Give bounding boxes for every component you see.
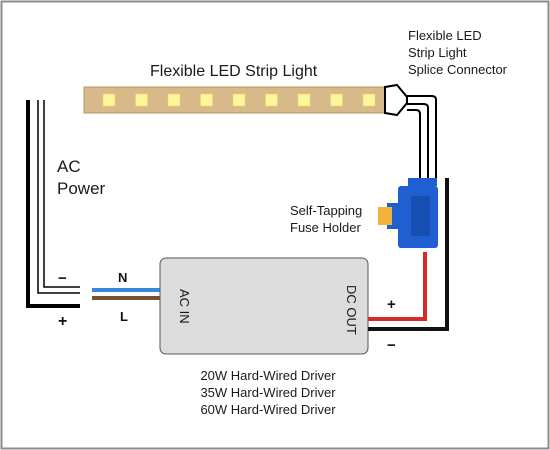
led-chip <box>102 93 116 107</box>
dc-negative-wire <box>368 178 449 331</box>
neutral-label: N <box>118 270 127 285</box>
connector-lead-outer <box>407 95 437 178</box>
driver-box <box>159 257 369 355</box>
driver-dc-out-label: DC OUT <box>344 285 359 335</box>
ac-cable-inner-right <box>43 100 80 288</box>
dc-plus-symbol: + <box>387 296 396 313</box>
led-chip <box>167 93 181 107</box>
splice-connector-clip <box>384 83 408 117</box>
live-label: L <box>120 309 128 324</box>
led-chip <box>297 93 311 107</box>
connector-lead-inner <box>407 109 421 178</box>
connector-label-line-3: Splice Connector <box>408 62 508 77</box>
ac-power-cable <box>26 100 80 308</box>
connector-label-line-1: Flexible LED <box>408 28 482 43</box>
led-strip <box>83 86 387 114</box>
splice-connector <box>384 83 437 178</box>
dc-positive-wire <box>368 252 427 321</box>
led-strip-label: Flexible LED Strip Light <box>150 63 318 80</box>
fuse-label-line-2: Fuse Holder <box>290 220 361 235</box>
fuse-holder-inner <box>411 196 430 236</box>
led-chip <box>265 93 278 107</box>
ac-label-line-1: AC <box>57 157 81 176</box>
ac-label-line-2: Power <box>57 179 106 198</box>
ac-plus-symbol: + <box>58 313 67 330</box>
connector-lead-mid <box>407 103 429 178</box>
led-chip <box>232 93 246 107</box>
fuse-holder <box>378 178 438 248</box>
connector-label-line-2: Strip Light <box>408 45 467 60</box>
fuse-label-line-1: Self-Tapping <box>290 203 362 218</box>
led-chip <box>135 93 148 107</box>
driver-ac-in-label: AC IN <box>177 289 192 324</box>
led-chip <box>330 93 343 107</box>
driver-model-3: 60W Hard-Wired Driver <box>200 402 336 417</box>
led-chip <box>362 93 376 107</box>
fuse-insert <box>378 207 392 225</box>
led-group <box>102 93 376 107</box>
ac-minus-symbol: − <box>58 270 67 287</box>
driver-model-1: 20W Hard-Wired Driver <box>200 368 336 383</box>
ac-cable-outer <box>26 100 80 308</box>
dc-minus-symbol: − <box>387 337 396 354</box>
led-chip <box>200 93 213 107</box>
ac-cable-inner-left <box>37 100 80 294</box>
driver-model-2: 35W Hard-Wired Driver <box>200 385 336 400</box>
fuse-holder-cap-top <box>408 178 437 186</box>
